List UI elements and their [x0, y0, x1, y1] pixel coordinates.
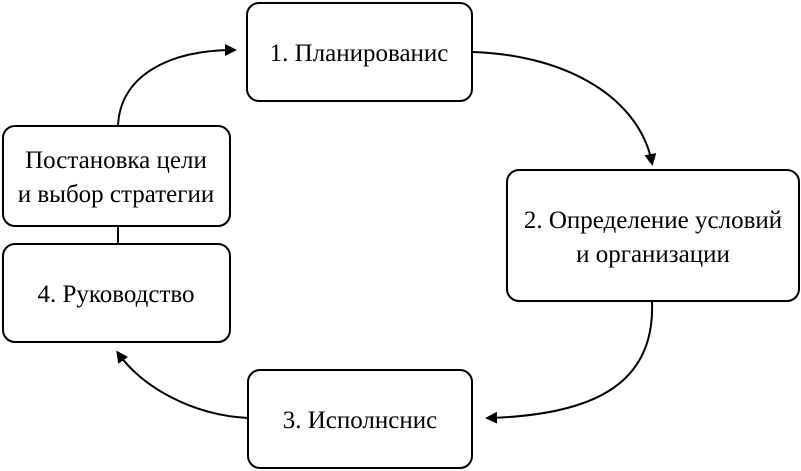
node-goal-box — [2, 125, 231, 227]
node-planning: 1. Планированис — [246, 2, 473, 102]
node-leadership: 4. Руководство — [2, 243, 231, 343]
node-leadership-label: 4. Руководство — [37, 281, 194, 308]
node-planning-label: 1. Планированис — [270, 40, 449, 67]
edge-planning-to-definition — [471, 51, 657, 166]
edge-goal-to-planning — [117, 44, 237, 127]
edge-definition-to-execution — [485, 301, 654, 424]
node-definition-line1: 2. Определение условий — [524, 207, 782, 234]
node-definition-line2: и организации — [576, 241, 730, 268]
node-definition-box — [506, 169, 800, 302]
node-leadership-box — [2, 243, 231, 343]
node-goal-line1: Постановка цели — [25, 147, 207, 174]
node-execution-label: 3. Исполнснис — [283, 407, 438, 434]
node-execution-box — [247, 369, 473, 469]
node-goal: Постановка цели и выбор стратегии — [2, 125, 231, 227]
edge-execution-to-leadership — [116, 350, 249, 419]
node-planning-box — [246, 2, 473, 102]
node-goal-line2: и выбор стратегии — [18, 181, 215, 208]
node-definition: 2. Определение условий и организации — [506, 169, 800, 302]
node-execution: 3. Исполнснис — [247, 369, 473, 469]
